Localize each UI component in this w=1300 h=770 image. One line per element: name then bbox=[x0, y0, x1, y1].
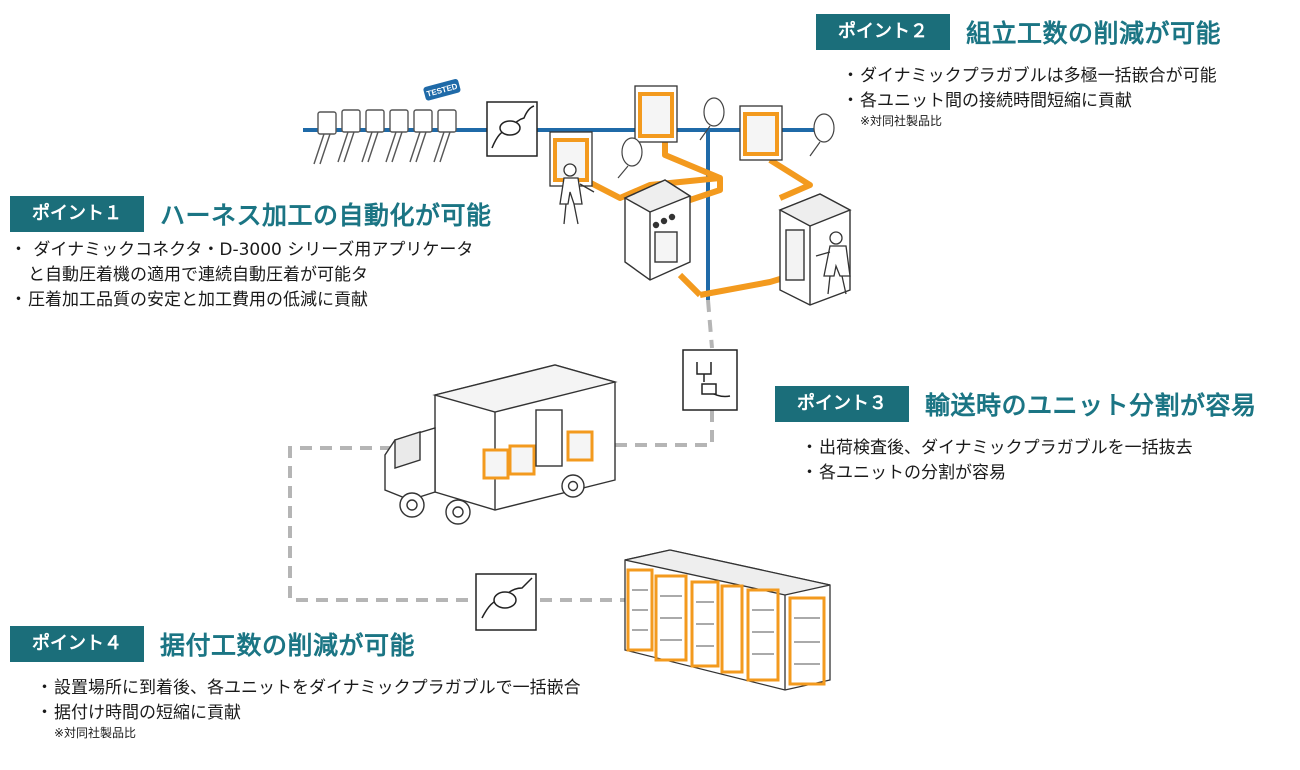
point-4-bullet-text: 据付け時間の短縮に貢献 bbox=[54, 703, 241, 723]
point-3-section: ポイント３ 輸送時のユニット分割が容易 出荷検査後、ダイナミックプラガブルを一括… bbox=[775, 386, 1257, 486]
harness-callouts bbox=[617, 97, 835, 179]
point-2-section: ポイント２ 組立工数の削減が可能 ダイナミックプラガブルは多極一括嵌合が可能 各… bbox=[816, 14, 1221, 128]
point-4-note: ※対同社製品比 bbox=[54, 726, 137, 740]
point-2-bullet-text: ダイナミックプラガブルは多極一括嵌合が可能 bbox=[860, 66, 1217, 86]
point-1-bullet-text: ダイナミックコネクタ・D-3000 シリーズ用アプリケータ bbox=[33, 240, 474, 260]
point-4-bullet-text: 設置場所に到着後、各ユニットをダイナミックプラガブルで一括嵌合 bbox=[54, 678, 581, 698]
point-1-section: ポイント１ ハーネス加工の自動化が可能 ダイナミックコネクタ・D-3000 シリ… bbox=[10, 196, 492, 313]
point-4-section: ポイント４ 据付工数の削減が可能 設置場所に到着後、各ユニットをダイナミックプラ… bbox=[10, 626, 581, 740]
control-cabinet bbox=[623, 179, 692, 281]
blue-bus-lines bbox=[303, 128, 820, 300]
point-2-note: ※対同社製品比 bbox=[860, 114, 943, 128]
point-1-title: ハーネス加工の自動化が可能 bbox=[160, 201, 492, 230]
worker-figure bbox=[815, 231, 851, 295]
point-1-bullet-text: 圧着加工品質の安定と加工費用の低減に貢献 bbox=[28, 290, 368, 310]
transport-path bbox=[288, 299, 714, 602]
point-2-title: 組立工数の削減が可能 bbox=[966, 19, 1222, 48]
installed-cabinet-row bbox=[624, 549, 831, 691]
unit-cabinet bbox=[549, 85, 783, 187]
point-3-bullet-text: 出荷検査後、ダイナミックプラガブルを一括抜去 bbox=[819, 438, 1193, 458]
harness-bundle bbox=[313, 109, 457, 165]
point-1-bullet: 圧着加工品質の安定と加工費用の低減に貢献 bbox=[10, 288, 492, 313]
panel-cabinet bbox=[778, 193, 852, 306]
tested-tag: TESTED bbox=[423, 78, 461, 101]
point-4-badge: ポイント４ bbox=[10, 626, 144, 662]
point-3-bullet: 各ユニットの分割が容易 bbox=[801, 461, 1257, 486]
point-4-title: 据付工数の削減が可能 bbox=[160, 631, 416, 660]
point-3-title: 輸送時のユニット分割が容易 bbox=[925, 391, 1257, 420]
point-1-bullet-text: と自動圧着機の適用で連続自動圧着が可能タ bbox=[28, 265, 368, 285]
point-4-bullet: 設置場所に到着後、各ユニットをダイナミックプラガブルで一括嵌合 bbox=[36, 676, 581, 701]
point-3-bullet: 出荷検査後、ダイナミックプラガブルを一括抜去 bbox=[801, 436, 1257, 461]
plug-connector-icon bbox=[682, 349, 738, 411]
point-2-badge: ポイント２ bbox=[816, 14, 950, 50]
point-2-bullet-text: 各ユニット間の接続時間短縮に貢献 bbox=[860, 91, 1132, 111]
point-3-badge: ポイント３ bbox=[775, 386, 909, 422]
point-3-bullet-text: 各ユニットの分割が容易 bbox=[819, 463, 1006, 483]
point-2-bullet: 各ユニット間の接続時間短縮に貢献 bbox=[842, 89, 1221, 114]
worker-figure bbox=[559, 163, 595, 225]
point-2-bullet: ダイナミックプラガブルは多極一括嵌合が可能 bbox=[842, 64, 1221, 89]
connector-icon bbox=[486, 101, 538, 157]
point-1-bullet: ダイナミックコネクタ・D-3000 シリーズ用アプリケータ と自動圧着機の適用で… bbox=[10, 238, 492, 288]
orange-cables bbox=[583, 140, 813, 298]
point-4-bullet: 据付け時間の短縮に貢献 bbox=[36, 701, 581, 726]
connector-icon bbox=[475, 573, 537, 631]
point-1-badge: ポイント１ bbox=[10, 196, 144, 232]
truck bbox=[384, 364, 618, 525]
